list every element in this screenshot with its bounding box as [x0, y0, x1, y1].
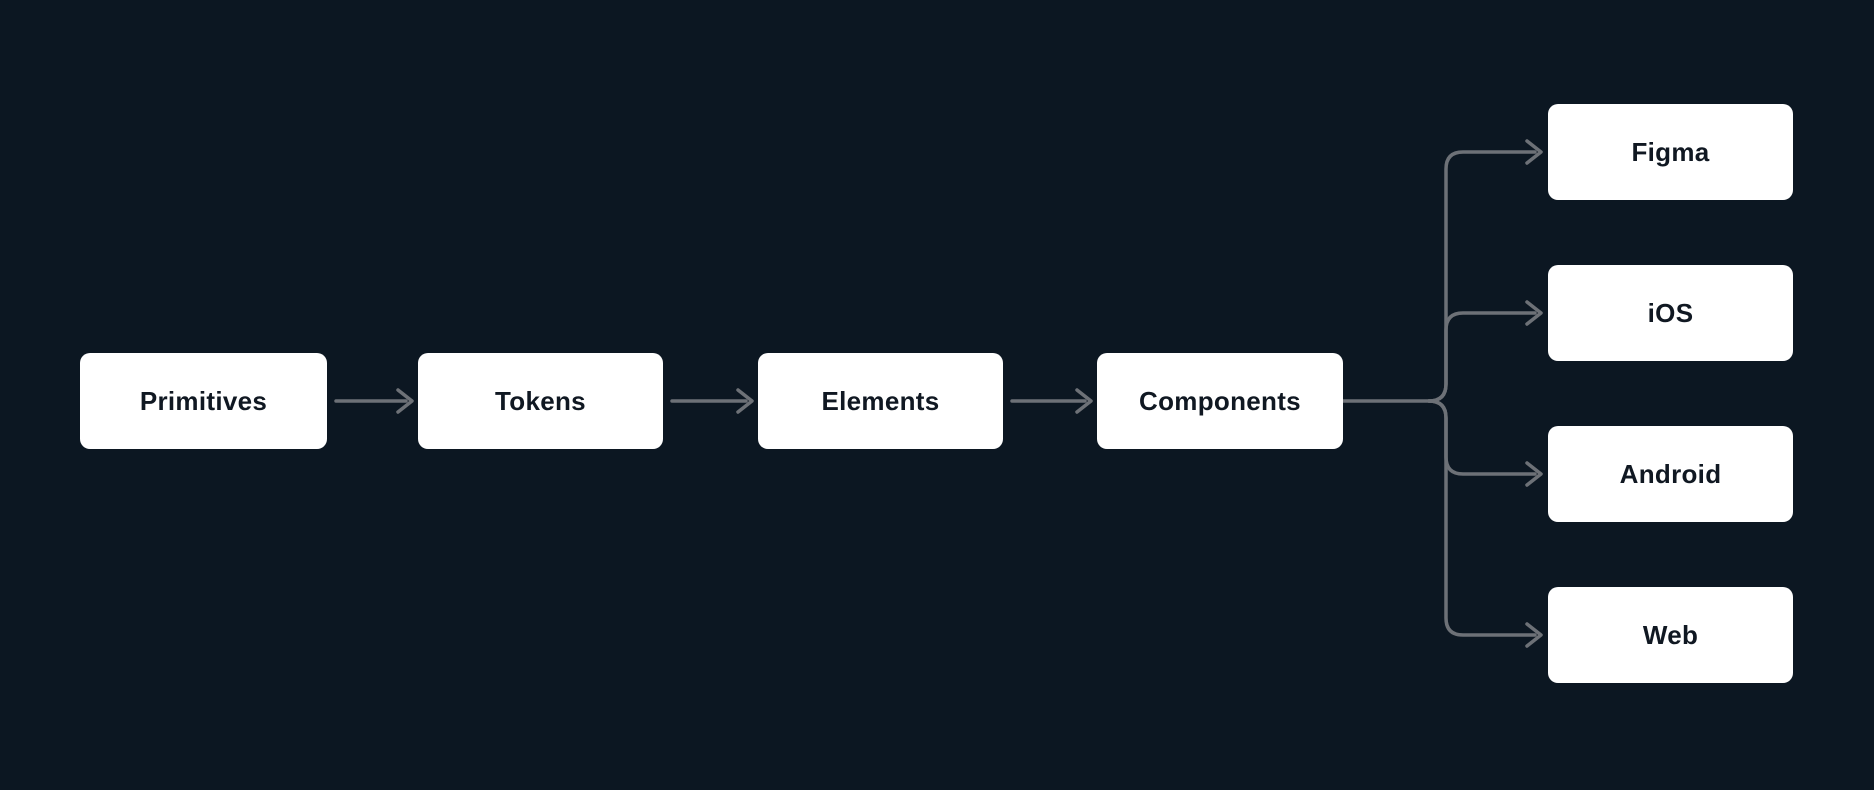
node-ios: iOS — [1548, 265, 1793, 361]
node-primitives: Primitives — [80, 353, 327, 449]
edge-components-ios — [1427, 300, 1543, 403]
edge-primitives-tokens — [334, 388, 414, 414]
node-web-label: Web — [1642, 619, 1699, 650]
node-android-label: Android — [1619, 458, 1722, 489]
node-primitives-label: Primitives — [139, 385, 268, 416]
node-tokens: Tokens — [418, 353, 663, 449]
node-components: Components — [1097, 353, 1343, 449]
node-components-label: Components — [1139, 385, 1301, 416]
node-elements-label: Elements — [821, 385, 940, 416]
edge-tokens-elements — [670, 388, 754, 414]
node-figma: Figma — [1548, 104, 1793, 200]
node-ios-label: iOS — [1647, 297, 1694, 328]
edge-elements-components — [1010, 388, 1093, 414]
node-tokens-label: Tokens — [495, 385, 586, 416]
node-elements: Elements — [758, 353, 1003, 449]
edge-components-web — [1427, 399, 1543, 648]
node-android: Android — [1548, 426, 1793, 522]
node-figma-label: Figma — [1631, 136, 1710, 167]
node-web: Web — [1548, 587, 1793, 683]
